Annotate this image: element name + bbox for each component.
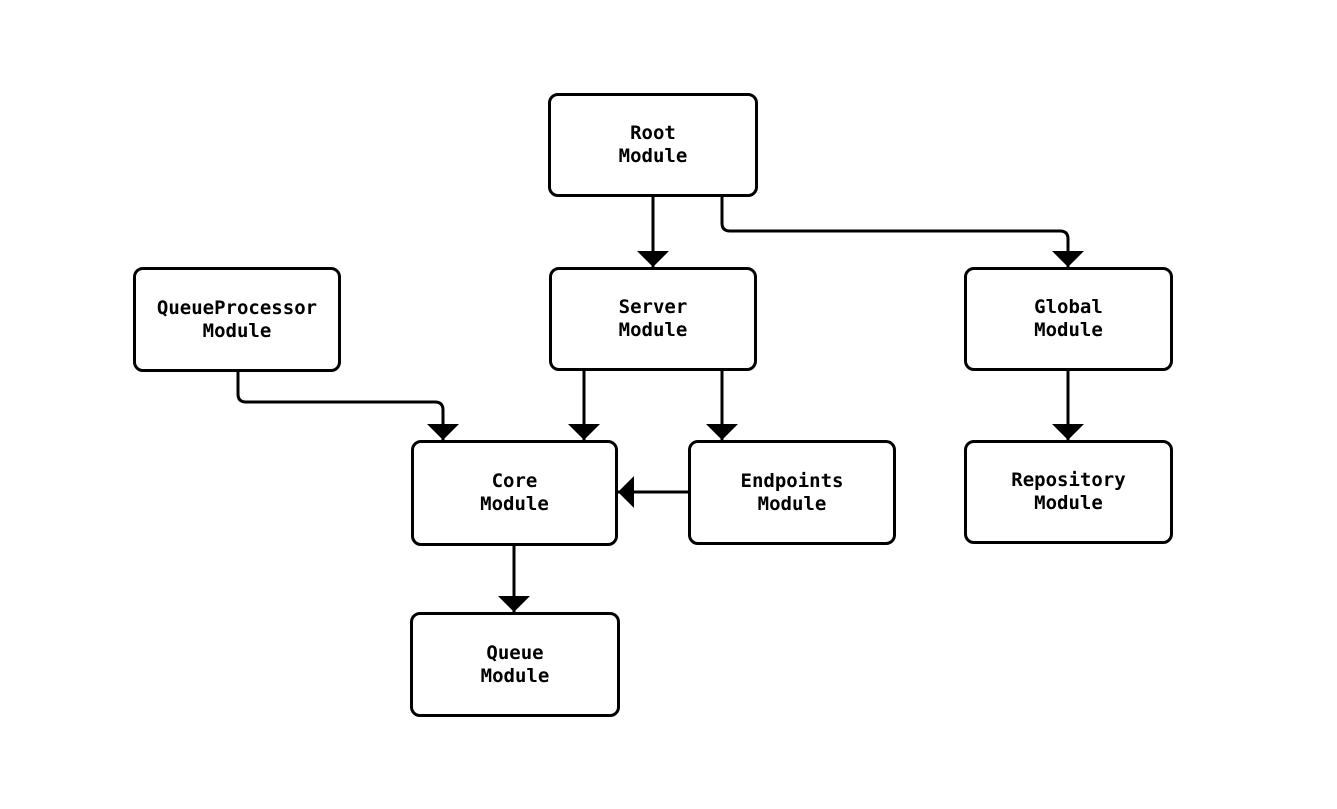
node-root-module: Root Module bbox=[548, 93, 758, 197]
node-server-module: Server Module bbox=[549, 267, 757, 371]
node-queueprocessor-module-label: QueueProcessor Module bbox=[156, 296, 318, 342]
node-core-module-label: Core Module bbox=[480, 470, 549, 515]
node-core-module: Core Module bbox=[411, 440, 618, 546]
node-repository-module-label: Repository Module bbox=[1011, 469, 1126, 514]
node-endpoints-module: Endpoints Module bbox=[688, 440, 896, 545]
node-global-module: Global Module bbox=[964, 267, 1173, 371]
edge-queueprocessor-to-core bbox=[236, 372, 459, 440]
node-endpoints-module-label: Endpoints Module bbox=[740, 469, 844, 515]
node-queue-module-label: Queue Module bbox=[480, 641, 550, 687]
edge-root-to-global bbox=[720, 197, 1084, 267]
node-queue-module: Queue Module bbox=[410, 612, 620, 717]
node-server-module-label: Server Module bbox=[618, 296, 688, 341]
node-repository-module: Repository Module bbox=[964, 440, 1173, 544]
node-root-module-label: Root Module bbox=[618, 122, 688, 167]
node-global-module-label: Global Module bbox=[1034, 296, 1103, 341]
node-queueprocessor-module: QueueProcessor Module bbox=[133, 267, 341, 372]
